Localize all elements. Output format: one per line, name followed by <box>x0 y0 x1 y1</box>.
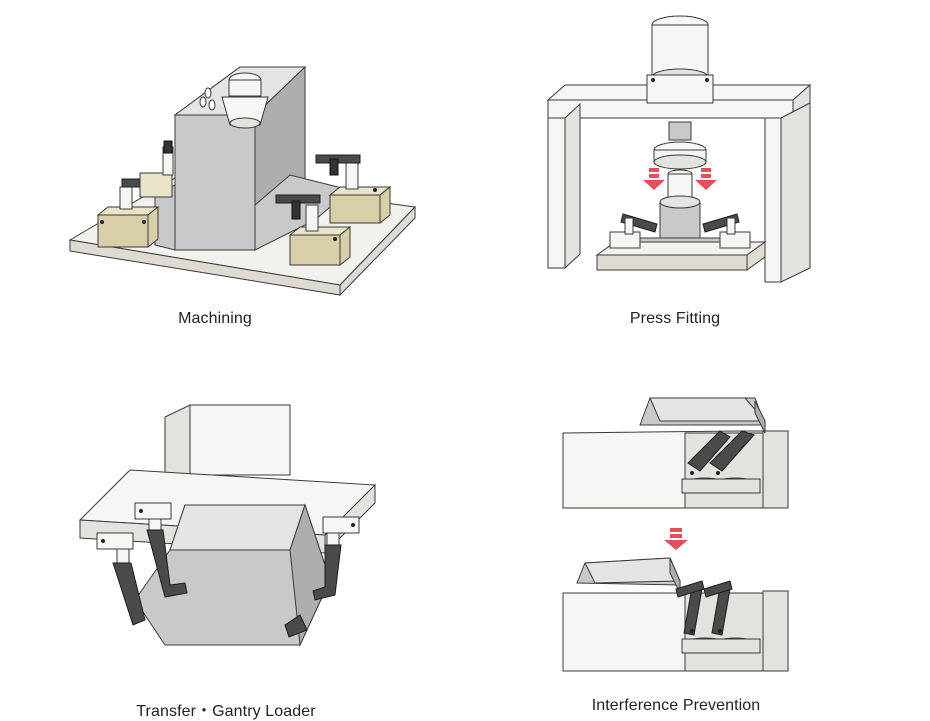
press-clamp-left <box>609 213 658 249</box>
transfer-caption: Transfer・Gantry Loader <box>136 703 316 720</box>
clamp-right-front <box>275 194 352 267</box>
machining-illustration <box>68 65 417 297</box>
clamp-left-back <box>139 140 174 198</box>
interference-arrow <box>664 528 688 550</box>
interference-panel <box>560 393 795 673</box>
interference-top-state <box>562 397 789 509</box>
transfer-panel <box>75 404 385 650</box>
press-fitting-illustration <box>546 15 812 283</box>
transfer-clamp-right <box>284 516 360 638</box>
machining-caption: Machining <box>178 310 252 327</box>
interference-bottom-state <box>562 557 789 672</box>
press-fitting-panel <box>545 10 815 290</box>
press-arrows <box>643 168 717 190</box>
transfer-clamp-left-1 <box>96 532 146 626</box>
clamp-right-back <box>315 154 392 225</box>
transfer-illustration <box>78 404 377 647</box>
transfer-clamp-left-2 <box>134 502 188 598</box>
press-fitting-caption: Press Fitting <box>629 310 721 327</box>
interference-caption: Interference Prevention <box>591 697 761 714</box>
machining-panel <box>60 55 430 300</box>
press-clamp-right <box>702 213 751 249</box>
interference-illustration <box>562 397 789 672</box>
